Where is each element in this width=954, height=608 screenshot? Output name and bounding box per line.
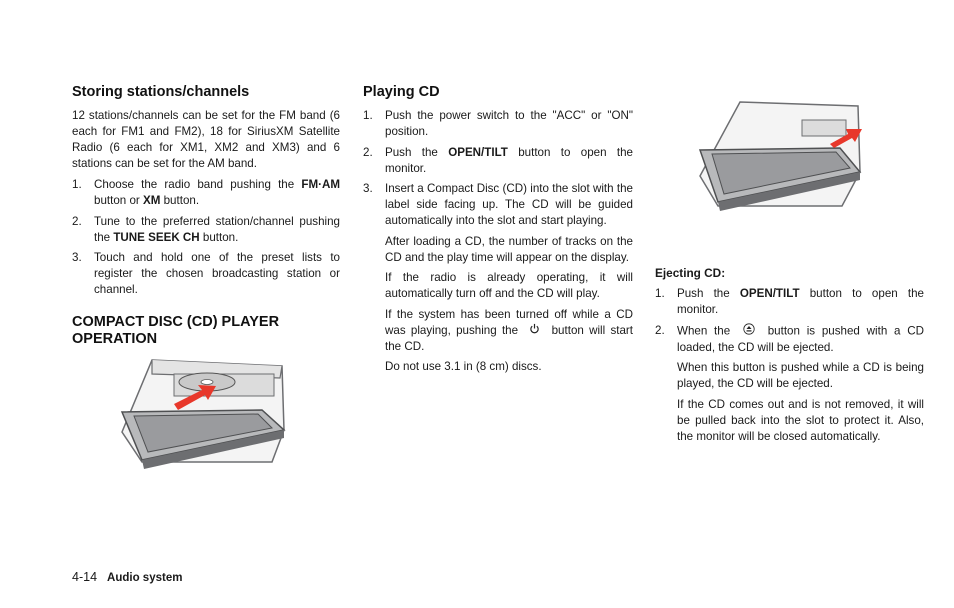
page-number: 4-14 (72, 570, 98, 584)
ejecting-steps: 1. Push the OPEN/TILT button to open the… (655, 286, 924, 356)
playing-steps: 1. Push the power switch to the "ACC" or… (363, 108, 633, 229)
list-item: 2. Tune to the preferred station/channel… (72, 214, 340, 244)
list-item: 1. Push the power switch to the "ACC" or… (363, 109, 633, 138)
list-item: 3. Touch and hold one of the preset list… (72, 251, 340, 296)
list-item: 3. Insert a Compact Disc (CD) into the s… (363, 182, 633, 227)
footer-section: Audio system (107, 572, 183, 584)
list-item: 2. When the button is pushed with a CD l… (655, 322, 924, 354)
playing-notes: After loading a CD, the number of tracks… (385, 234, 633, 374)
ejecting-notes: When this button is pushed while a CD is… (677, 361, 924, 443)
insert-arrow-icon (174, 385, 216, 410)
playing-cd-heading: Playing CD (363, 84, 440, 100)
middle-column: Playing CD 1. Push the power switch to t… (363, 84, 633, 380)
cd-eject-illustration (698, 101, 862, 211)
storing-steps: 1. Choose the radio band pushing the FM·… (72, 177, 340, 298)
cd-section-title: COMPACT DISC (CD) PLAYER OPERATION (72, 314, 280, 347)
eject-icon (743, 322, 755, 340)
cd-insert-illustration (120, 359, 286, 469)
page-footer: 4-14 Audio system (72, 570, 182, 584)
right-column: Ejecting CD: 1. Push the OPEN/TILT butto… (655, 266, 924, 449)
eject-arrow-icon (830, 129, 862, 148)
ejecting-heading: Ejecting CD: (655, 266, 726, 280)
power-icon (529, 323, 540, 339)
list-item: 1. Choose the radio band pushing the FM·… (72, 178, 340, 207)
list-item: 2. Push the OPEN/TILT button to open the… (363, 145, 633, 175)
storing-intro: 12 stations/channels can be set for the … (72, 109, 340, 170)
left-column: Storing stations/channels 12 stations/ch… (72, 84, 340, 348)
storing-heading: Storing stations/channels (72, 84, 250, 100)
list-item: 1. Push the OPEN/TILT button to open the… (655, 287, 924, 316)
